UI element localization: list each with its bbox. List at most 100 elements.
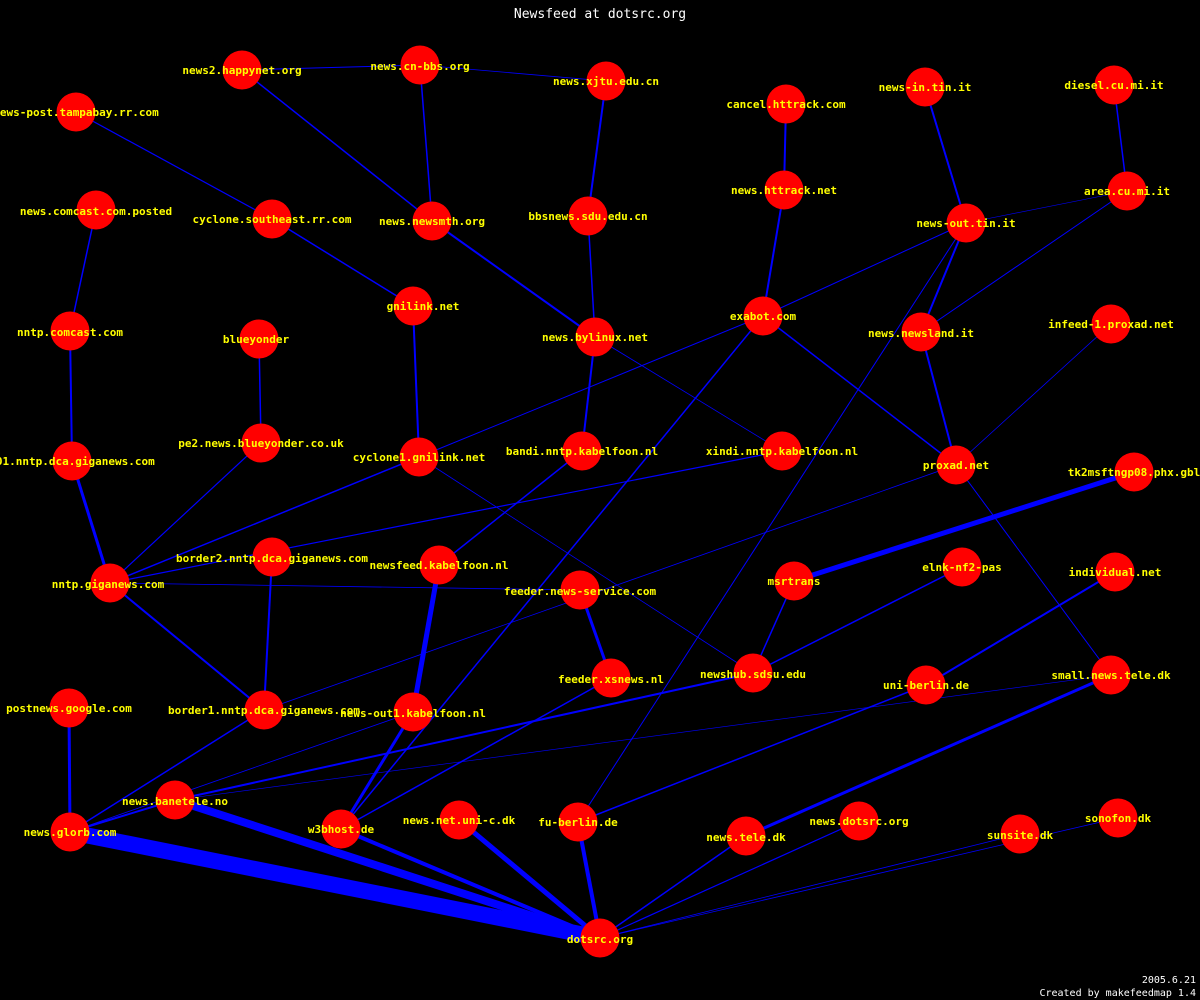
edge-elnk-nf2-pas-to-newshub-sdsu [752, 566, 963, 674]
node-feeder-news-service [560, 570, 600, 610]
node-label-cyclone-southeast: cyclone.southeast.rr.com [193, 213, 352, 226]
edge-exabot-to-cyclone1-gnilink [418, 315, 764, 458]
edge-nntp-giganews-to-feeder-news-service [109, 582, 581, 591]
edge-newshub-sdsu-to-news-banetele [174, 672, 754, 801]
node-label-border1-giganews: border1.nntp.dca.giganews.com [168, 704, 360, 717]
node-label-news-cn-bbs: news.cn-bbs.org [370, 60, 469, 73]
node-blueyonder [239, 319, 279, 359]
edge-news-post-tampabay-to-cyclone-southeast [75, 111, 273, 220]
edge-news2-happynet-to-news-cn-bbs [241, 64, 421, 71]
node-label-xindi-kabelfoon: xindi.nntp.kabelfoon.nl [706, 445, 858, 458]
edge-news-httrack-to-exabot [762, 189, 785, 317]
node-label-news-post-tampabay: news-post.tampabay.rr.com [0, 106, 159, 119]
node-label-postnews-google: postnews.google.com [6, 702, 132, 715]
node-label-infeed-1-proxad: infeed-1.proxad.net [1048, 318, 1174, 331]
edge-proxad-to-small-news-tele [955, 464, 1112, 676]
node-label-news-net-uni-c: news.net.uni-c.dk [403, 814, 516, 827]
node-label-news-bylinux: news.bylinux.net [542, 331, 648, 344]
node-label-news-dotsrc: news.dotsrc.org [809, 815, 908, 828]
node-gnilink [393, 286, 433, 326]
node-label-bbsnews-sdu: bbsnews.sdu.edu.cn [528, 210, 647, 223]
node-news-xjtu [586, 61, 626, 101]
node-infeed-1-proxad [1091, 304, 1131, 344]
node-news-bylinux [575, 317, 615, 357]
edge-news-in-tin-to-news-out-tin [924, 86, 967, 224]
node-label-pe2-blueyonder: pe2.news.blueyonder.co.uk [178, 437, 344, 450]
footer-date: 2005.6.21 [1142, 975, 1196, 986]
node-label-newsfeed-kabelfoon: newsfeed.kabelfoon.nl [369, 559, 508, 572]
edge-bandi-kabelfoon-to-newsfeed-kabelfoon [438, 450, 583, 566]
node-label-news-in-tin: news-in.tin.it [879, 81, 972, 94]
node-label-news-httrack: news.httrack.net [731, 184, 837, 197]
node-label-blueyonder: blueyonder [223, 333, 290, 346]
edge-exabot-to-w3bhost [340, 315, 764, 830]
edge-nntp-giganews-to-xindi-kabelfoon [109, 450, 783, 584]
edge-news-newsland-to-proxad [920, 331, 957, 466]
page-title: Newsfeed at dotsrc.org [514, 7, 686, 22]
edge-proxad-to-border1-giganews [263, 464, 957, 711]
node-news-tele [726, 816, 766, 856]
node-news-cn-bbs [400, 45, 440, 85]
edge-news-banetele-to-dotsrc [173, 796, 602, 942]
node-label-w3bhost: w3bhost.de [308, 823, 375, 836]
footer-credit: Created by makefeedmap 1.4 [1039, 988, 1196, 999]
edge-w3bhost-to-dotsrc [340, 827, 601, 940]
edge-nntp-comcast-to-w01-giganews [69, 330, 73, 462]
node-area-cu-mi [1107, 171, 1147, 211]
node-news-in-tin [905, 67, 945, 107]
node-label-msrtrans: msrtrans [768, 575, 821, 588]
node-label-feeder-news-service: feeder.news-service.com [504, 585, 657, 598]
node-news-out-tin [946, 203, 986, 243]
edge-border2-giganews-to-border1-giganews [263, 556, 273, 711]
node-news-glorb [50, 812, 90, 852]
node-label-exabot: exabot.com [730, 310, 797, 323]
node-label-news-tele: news.tele.dk [706, 831, 786, 844]
node-label-tk2msftngp08: tk2msftngp08.phx.gbl [1068, 466, 1200, 479]
node-border1-giganews [244, 690, 284, 730]
node-label-nntp-giganews: nntp.giganews.com [52, 578, 165, 591]
node-cyclone1-gnilink [399, 437, 439, 477]
edge-area-cu-mi-to-news-newsland [920, 190, 1128, 333]
node-label-news-out-tin: news-out.tin.it [916, 217, 1015, 230]
edge-bbsnews-sdu-to-news-bylinux [587, 215, 596, 338]
edge-cyclone1-gnilink-to-nntp-giganews [109, 456, 420, 584]
edge-feeder-xsnews-to-w3bhost [340, 677, 612, 830]
node-news2-happynet [222, 50, 262, 90]
edge-w01-giganews-to-nntp-giganews [70, 460, 112, 584]
node-news-httrack [764, 170, 804, 210]
edge-news-net-uni-c-to-dotsrc [457, 818, 602, 940]
edge-gnilink-to-cyclone1-gnilink [412, 305, 420, 458]
node-label-bandi-kabelfoon: bandi.nntp.kabelfoon.nl [506, 445, 658, 458]
node-news-newsmth [412, 201, 452, 241]
node-label-news-newsmth: news.newsmth.org [379, 215, 485, 228]
edge-cyclone1-gnilink-to-newshub-sdsu [418, 456, 754, 674]
node-label-gnilink: gnilink.net [387, 300, 460, 313]
node-label-border2-giganews: border2.nntp.dca.giganews.com [176, 552, 368, 565]
node-sonofon [1098, 798, 1138, 838]
node-diesel-cu-mi [1094, 65, 1134, 105]
node-proxad [936, 445, 976, 485]
node-tk2msftngp08 [1114, 452, 1154, 492]
edge-infeed-1-proxad-to-proxad [955, 323, 1112, 466]
edge-news-out1-kabelfoon-to-news-glorb [69, 711, 414, 833]
node-news-out1-kabelfoon [393, 692, 433, 732]
node-label-feeder-xsnews: feeder.xsnews.nl [558, 673, 664, 686]
edge-news-out1-kabelfoon-to-w3bhost [339, 711, 415, 830]
node-border2-giganews [252, 537, 292, 577]
node-nntp-giganews [90, 563, 130, 603]
node-layer [49, 45, 1154, 958]
node-label-cyclone1-gnilink: cyclone1.gnilink.net [353, 451, 485, 464]
edge-newsfeed-kabelfoon-to-news-out1-kabelfoon [410, 564, 442, 713]
edge-small-news-tele-to-news-tele [745, 673, 1112, 838]
node-label-sunsite: sunsite.dk [987, 829, 1054, 842]
node-fu-berlin [558, 802, 598, 842]
edge-news-comcast-posted-to-nntp-comcast [69, 209, 97, 332]
node-label-newshub-sdsu: newshub.sdsu.edu [700, 668, 806, 681]
node-news-dotsrc [839, 801, 879, 841]
edge-news-out-tin-to-exabot [762, 222, 967, 317]
edge-exabot-to-proxad [762, 315, 957, 466]
edge-sunsite-to-dotsrc [599, 833, 1021, 939]
node-label-news-newsland: news.newsland.it [868, 327, 974, 340]
edge-news2-happynet-to-news-newsmth [241, 69, 433, 222]
